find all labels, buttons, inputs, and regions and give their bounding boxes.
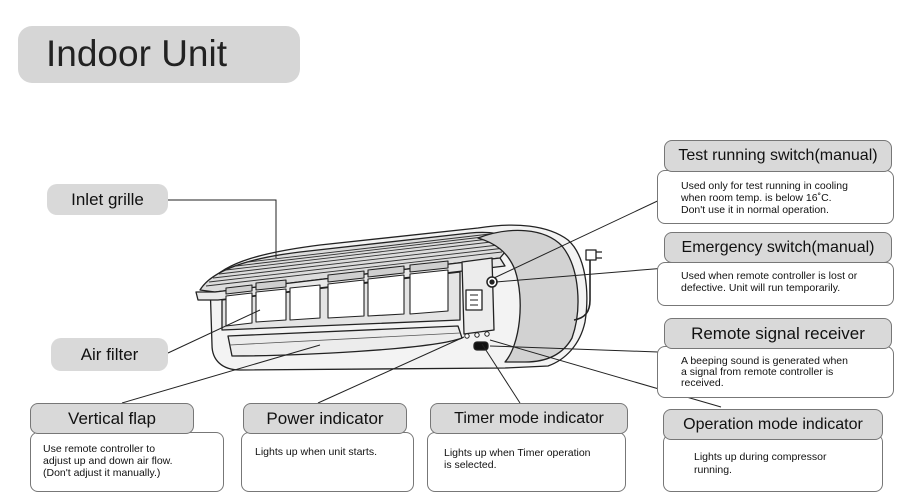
power-indicator-title: Power indicator bbox=[243, 403, 407, 434]
test-switch-title: Test running switch(manual) bbox=[664, 140, 892, 172]
power-indicator-callout bbox=[241, 432, 414, 492]
page-title-tab: Indoor Unit bbox=[18, 26, 300, 83]
emergency-switch-description: Used when remote controller is lost or d… bbox=[681, 270, 858, 294]
timer-indicator-description: Lights up when Timer operation is select… bbox=[444, 447, 591, 471]
power-indicator-description: Lights up when unit starts. bbox=[255, 446, 377, 458]
remote-receiver-title: Remote signal receiver bbox=[664, 318, 892, 349]
emergency-switch-title: Emergency switch(manual) bbox=[664, 232, 892, 263]
side-cover bbox=[477, 229, 579, 363]
inlet-grille-slats bbox=[205, 233, 509, 287]
remote-receiver-description: A beeping sound is generated when a sign… bbox=[681, 355, 848, 389]
operation-indicator-callout bbox=[663, 434, 883, 492]
timer-indicator-callout bbox=[427, 432, 626, 492]
power-led bbox=[464, 333, 470, 339]
inlet-grille-label: Inlet grille bbox=[47, 184, 168, 215]
operation-indicator-description: Lights up during compressor running. bbox=[694, 451, 827, 476]
timer-led bbox=[474, 332, 480, 338]
air-filter-frames bbox=[225, 260, 449, 327]
power-cord bbox=[573, 258, 591, 321]
operation-led bbox=[484, 331, 490, 337]
operation-indicator-title: Operation mode indicator bbox=[663, 409, 883, 440]
remote-receiver-callout bbox=[657, 346, 894, 398]
timer-indicator-title: Timer mode indicator bbox=[430, 403, 628, 434]
page-title: Indoor Unit bbox=[46, 33, 227, 74]
vertical-flap-description: Use remote controller to adjust up and d… bbox=[43, 443, 173, 479]
test-switch-description: Used only for test running in cooling wh… bbox=[681, 180, 848, 216]
air-filter-label: Air filter bbox=[51, 338, 168, 371]
emergency-switch-callout bbox=[657, 262, 894, 306]
remote-receiver-window bbox=[473, 341, 489, 351]
vertical-flap-title: Vertical flap bbox=[30, 403, 194, 434]
